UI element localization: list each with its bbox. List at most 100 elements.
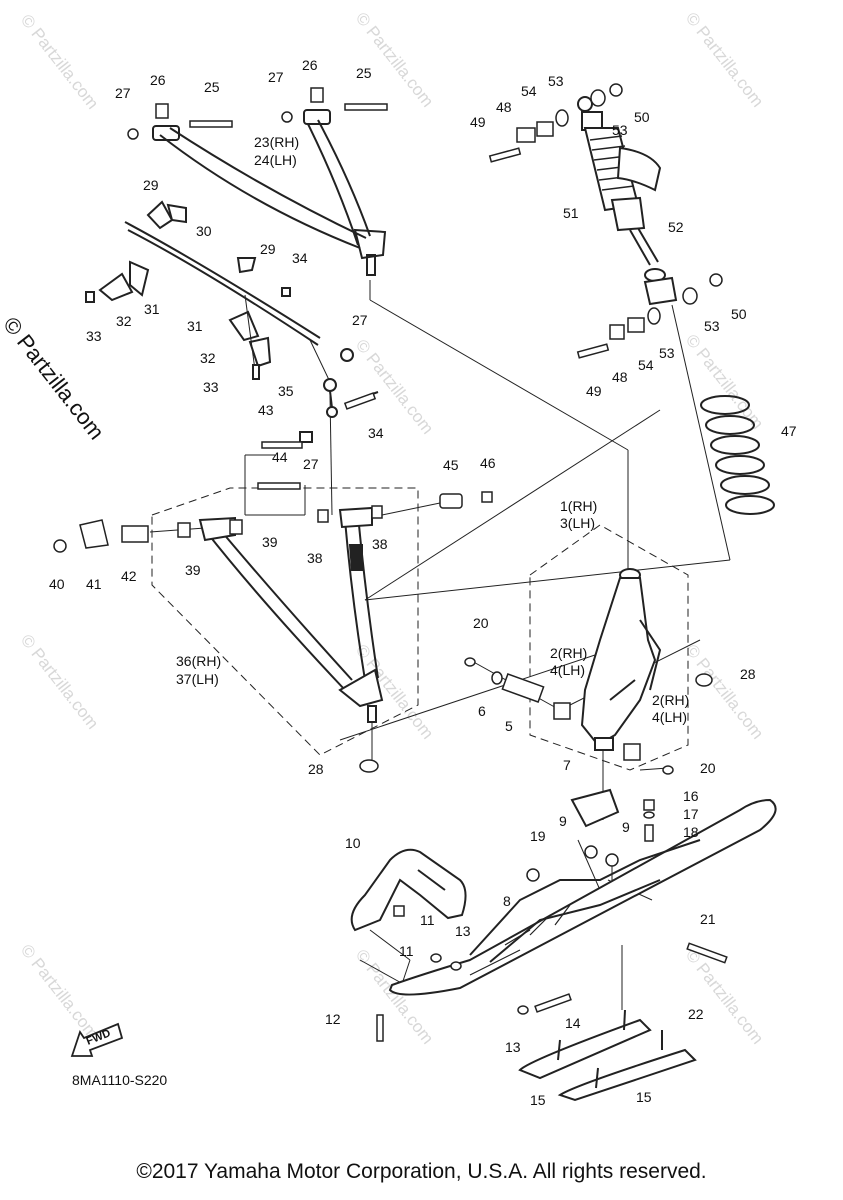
callout-13: 13 <box>505 1039 521 1055</box>
callout-labels: 1(RH) 3(LH) 2(RH) 4(LH) 2(RH) 4(LH) 5 6 … <box>49 57 797 1108</box>
callout-54: 54 <box>521 83 537 99</box>
callout-2-rh: 2(RH) <box>652 692 689 708</box>
callout-20: 20 <box>700 760 716 776</box>
ski <box>388 788 777 996</box>
callout-14: 14 <box>565 1015 581 1031</box>
upper-arm-hardware <box>127 87 388 140</box>
callout-45: 45 <box>443 457 459 473</box>
callout-25: 25 <box>356 65 372 81</box>
shock-absorber <box>577 96 678 306</box>
callout-15: 15 <box>530 1092 546 1108</box>
tie-rod <box>299 378 379 443</box>
callout-34: 34 <box>368 425 384 441</box>
callout-1-rh: 1(RH) <box>560 498 597 514</box>
callout-6: 6 <box>478 703 486 719</box>
callout-33: 33 <box>203 379 219 395</box>
callout-13: 13 <box>455 923 471 939</box>
callout-12: 12 <box>325 1011 341 1027</box>
lower-a-arm <box>198 506 384 723</box>
callout-53: 53 <box>548 73 564 89</box>
callout-26: 26 <box>302 57 318 73</box>
callout-27: 27 <box>115 85 131 101</box>
callout-40: 40 <box>49 576 65 592</box>
fwd-arrow-icon: FWD <box>70 1022 124 1057</box>
callout-28: 28 <box>740 666 756 682</box>
callout-7: 7 <box>563 757 571 773</box>
spindle <box>580 568 662 751</box>
callout-47: 47 <box>781 423 797 439</box>
callout-54: 54 <box>638 357 654 373</box>
stabilizer-bar <box>85 200 354 380</box>
callout-28: 28 <box>308 761 324 777</box>
callout-50: 50 <box>731 306 747 322</box>
spindle-assembly-outline <box>529 524 689 771</box>
callout-34: 34 <box>292 250 308 266</box>
watermark: © Partzilla.com <box>17 11 103 113</box>
watermark: © Partzilla.com <box>352 336 438 438</box>
leader-lines <box>149 280 731 1010</box>
callout-2-rh: 2(RH) <box>550 645 587 661</box>
callout-49: 49 <box>586 383 602 399</box>
callout-27: 27 <box>352 312 368 328</box>
ski-hardware <box>376 799 728 1042</box>
watermark: © Partzilla.com <box>17 631 103 733</box>
callout-38: 38 <box>307 550 323 566</box>
watermark: © Partzilla.com <box>682 331 768 433</box>
callout-24-lh: 24(LH) <box>254 152 297 168</box>
callout-36-rh: 36(RH) <box>176 653 221 669</box>
callout-33: 33 <box>86 328 102 344</box>
coil-spring <box>700 395 775 515</box>
callout-31: 31 <box>187 318 203 334</box>
lower-arm-hardware <box>53 392 493 553</box>
watermark: © Partzilla.com <box>352 946 438 1048</box>
callout-39: 39 <box>185 562 201 578</box>
callout-23-rh: 23(RH) <box>254 134 299 150</box>
lower-arm-assembly-outline <box>151 487 419 756</box>
callout-19: 19 <box>530 828 546 844</box>
callout-4-lh: 4(LH) <box>652 709 687 725</box>
callout-15: 15 <box>636 1089 652 1105</box>
ski-wear-bars <box>518 1009 697 1102</box>
diagram-code: 8MA1110-S220 <box>72 1072 168 1088</box>
callout-16: 16 <box>683 788 699 804</box>
callout-27: 27 <box>268 69 284 85</box>
callout-29: 29 <box>143 177 159 193</box>
callout-10: 10 <box>345 835 361 851</box>
callout-30: 30 <box>196 223 212 239</box>
callout-38: 38 <box>372 536 388 552</box>
callout-26: 26 <box>150 72 166 88</box>
callout-3-lh: 3(LH) <box>560 515 595 531</box>
callout-35: 35 <box>278 383 294 399</box>
callout-39: 39 <box>262 534 278 550</box>
callout-48: 48 <box>496 99 512 115</box>
callout-43: 43 <box>258 402 274 418</box>
callout-53: 53 <box>612 122 628 138</box>
callout-21: 21 <box>700 911 716 927</box>
callout-32: 32 <box>116 313 132 329</box>
spindle-hardware <box>359 657 713 775</box>
callout-44: 44 <box>272 449 288 465</box>
callout-17: 17 <box>683 806 699 822</box>
callout-5: 5 <box>505 718 513 734</box>
callout-27: 27 <box>303 456 319 472</box>
callout-11: 11 <box>420 912 435 928</box>
callout-9: 9 <box>622 819 630 835</box>
callout-46: 46 <box>480 455 496 471</box>
assembly-outlines <box>151 487 689 771</box>
callout-42: 42 <box>121 568 137 584</box>
watermark: © Partzilla.com <box>352 9 438 111</box>
callout-51: 51 <box>563 205 579 221</box>
callout-32: 32 <box>200 350 216 366</box>
callout-11: 11 <box>399 943 414 959</box>
callout-49: 49 <box>470 114 486 130</box>
callout-25: 25 <box>204 79 220 95</box>
callout-48: 48 <box>612 369 628 385</box>
callout-20: 20 <box>473 615 489 631</box>
ski-handle <box>350 848 467 932</box>
shock-hardware <box>488 83 723 359</box>
callout-22: 22 <box>688 1006 704 1022</box>
copyright-notice: ©2017 Yamaha Motor Corporation, U.S.A. A… <box>136 1160 707 1183</box>
callout-8: 8 <box>503 893 511 909</box>
callout-4-lh: 4(LH) <box>550 662 585 678</box>
callout-53: 53 <box>704 318 720 334</box>
